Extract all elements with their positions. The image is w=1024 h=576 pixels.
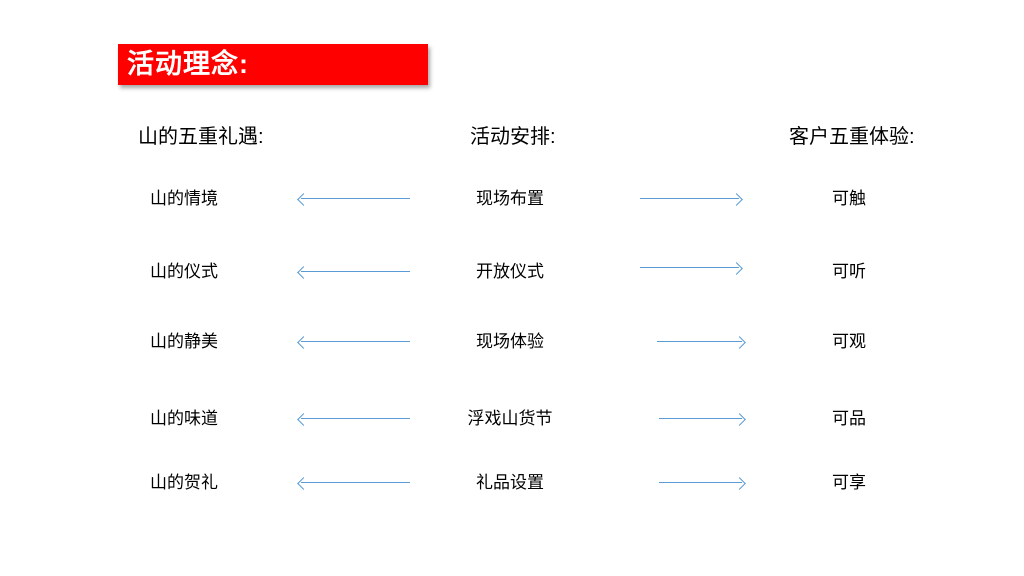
concept-row: 山的味道 浮戏山货节 可品: [0, 408, 1024, 430]
middle-item: 现场体验: [476, 332, 544, 351]
middle-item: 现场布置: [476, 189, 544, 208]
right-arrow-icon: [640, 192, 743, 206]
right-item: 可触: [832, 189, 866, 208]
middle-item: 浮戏山货节: [467, 409, 553, 428]
concept-row: 山的情境 现场布置 可触: [0, 188, 1024, 210]
left-arrow-icon: [297, 476, 410, 490]
left-arrow-icon: [297, 265, 410, 279]
right-arrow-icon: [640, 261, 743, 275]
left-item: 山的静美: [150, 332, 218, 351]
left-item: 山的仪式: [150, 262, 218, 281]
left-arrow-icon: [297, 192, 410, 206]
right-item: 可享: [832, 473, 866, 492]
right-arrow-icon: [657, 335, 746, 349]
right-item: 可品: [832, 409, 866, 428]
column-header-customer-experience: 客户五重体验:: [789, 126, 915, 148]
left-item: 山的情境: [150, 189, 218, 208]
right-item: 可听: [832, 262, 866, 281]
concept-row: 山的仪式 开放仪式 可听: [0, 261, 1024, 283]
right-item: 可观: [832, 332, 866, 351]
right-arrow-icon: [659, 412, 746, 426]
concept-row: 山的静美 现场体验 可观: [0, 331, 1024, 353]
slide-title: 活动理念:: [127, 49, 249, 79]
slide-title-banner: 活动理念:: [118, 44, 428, 85]
left-item: 山的味道: [150, 409, 218, 428]
left-arrow-icon: [297, 412, 410, 426]
right-arrow-icon: [659, 476, 746, 490]
middle-item: 开放仪式: [476, 262, 544, 281]
column-header-activity-plan: 活动安排:: [470, 126, 556, 148]
column-header-mountain-gifts: 山的五重礼遇:: [138, 126, 264, 148]
concept-row: 山的贺礼 礼品设置 可享: [0, 472, 1024, 494]
left-arrow-icon: [297, 335, 410, 349]
left-item: 山的贺礼: [150, 473, 218, 492]
middle-item: 礼品设置: [476, 473, 544, 492]
